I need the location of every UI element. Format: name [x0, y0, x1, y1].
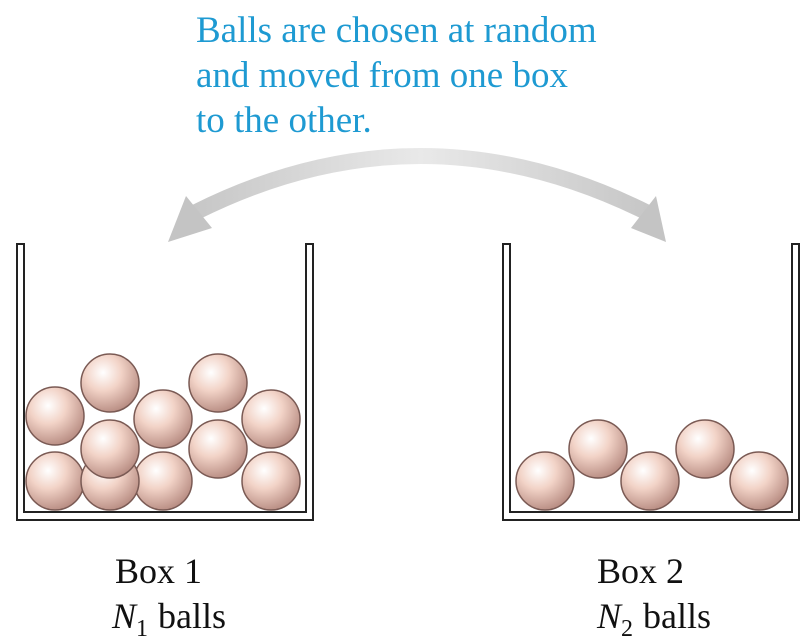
ball [189, 420, 247, 478]
ball [516, 452, 574, 510]
caption-line-1: Balls are chosen at random [196, 10, 597, 51]
box-1-count-subscript: 1 [136, 616, 148, 636]
box-2-count-label: N2 balls [596, 596, 711, 636]
box-1 [17, 244, 313, 520]
ball [26, 387, 84, 445]
box-2 [503, 244, 799, 520]
ball [134, 390, 192, 448]
ball [134, 452, 192, 510]
ball [676, 420, 734, 478]
ball [569, 420, 627, 478]
caption-line-3: to the other. [196, 100, 372, 141]
ball [81, 420, 139, 478]
box-1-title: Box 1 [115, 551, 202, 591]
ball [242, 452, 300, 510]
ball [26, 452, 84, 510]
box-2-count-word: balls [643, 596, 711, 636]
box-1-count-label: N1 balls [111, 596, 226, 636]
ball [242, 390, 300, 448]
box-1-count-symbol: N [111, 596, 138, 636]
ball [81, 354, 139, 412]
ball [621, 452, 679, 510]
caption-line-2: and moved from one box [196, 55, 568, 96]
ball [730, 452, 788, 510]
transfer-arrow-icon [168, 156, 666, 242]
box-2-title: Box 2 [597, 551, 684, 591]
box-2-balls [516, 420, 788, 510]
box-2-count-subscript: 2 [621, 616, 633, 636]
box-1-count-word: balls [158, 596, 226, 636]
ball [189, 354, 247, 412]
box-2-count-symbol: N [596, 596, 623, 636]
box-1-balls [26, 354, 300, 510]
